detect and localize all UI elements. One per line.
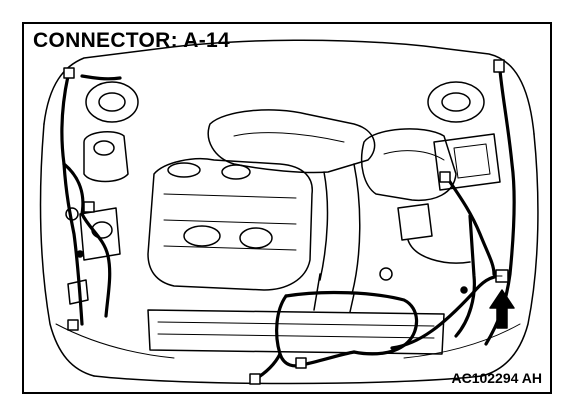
left-components	[65, 130, 129, 305]
air-cleaner	[360, 128, 501, 202]
up-arrow-icon	[489, 289, 515, 329]
engine-compartment-illustration	[39, 39, 539, 385]
page-title: CONNECTOR: A-14	[33, 29, 231, 52]
diagram-frame: CONNECTOR: A-14 AC102294 AH	[22, 22, 552, 394]
figure-code: AC102294 AH	[451, 370, 542, 386]
connector-plugs	[63, 59, 505, 385]
radiator-support	[147, 273, 445, 355]
right-components	[379, 203, 471, 281]
wiring-harness	[60, 68, 516, 382]
left-strut-tower	[85, 81, 139, 123]
connector-a14	[495, 269, 509, 283]
intake-manifold	[207, 109, 376, 295]
engine-block	[147, 158, 313, 291]
body-outline	[39, 39, 539, 385]
right-strut-tower	[427, 81, 485, 123]
